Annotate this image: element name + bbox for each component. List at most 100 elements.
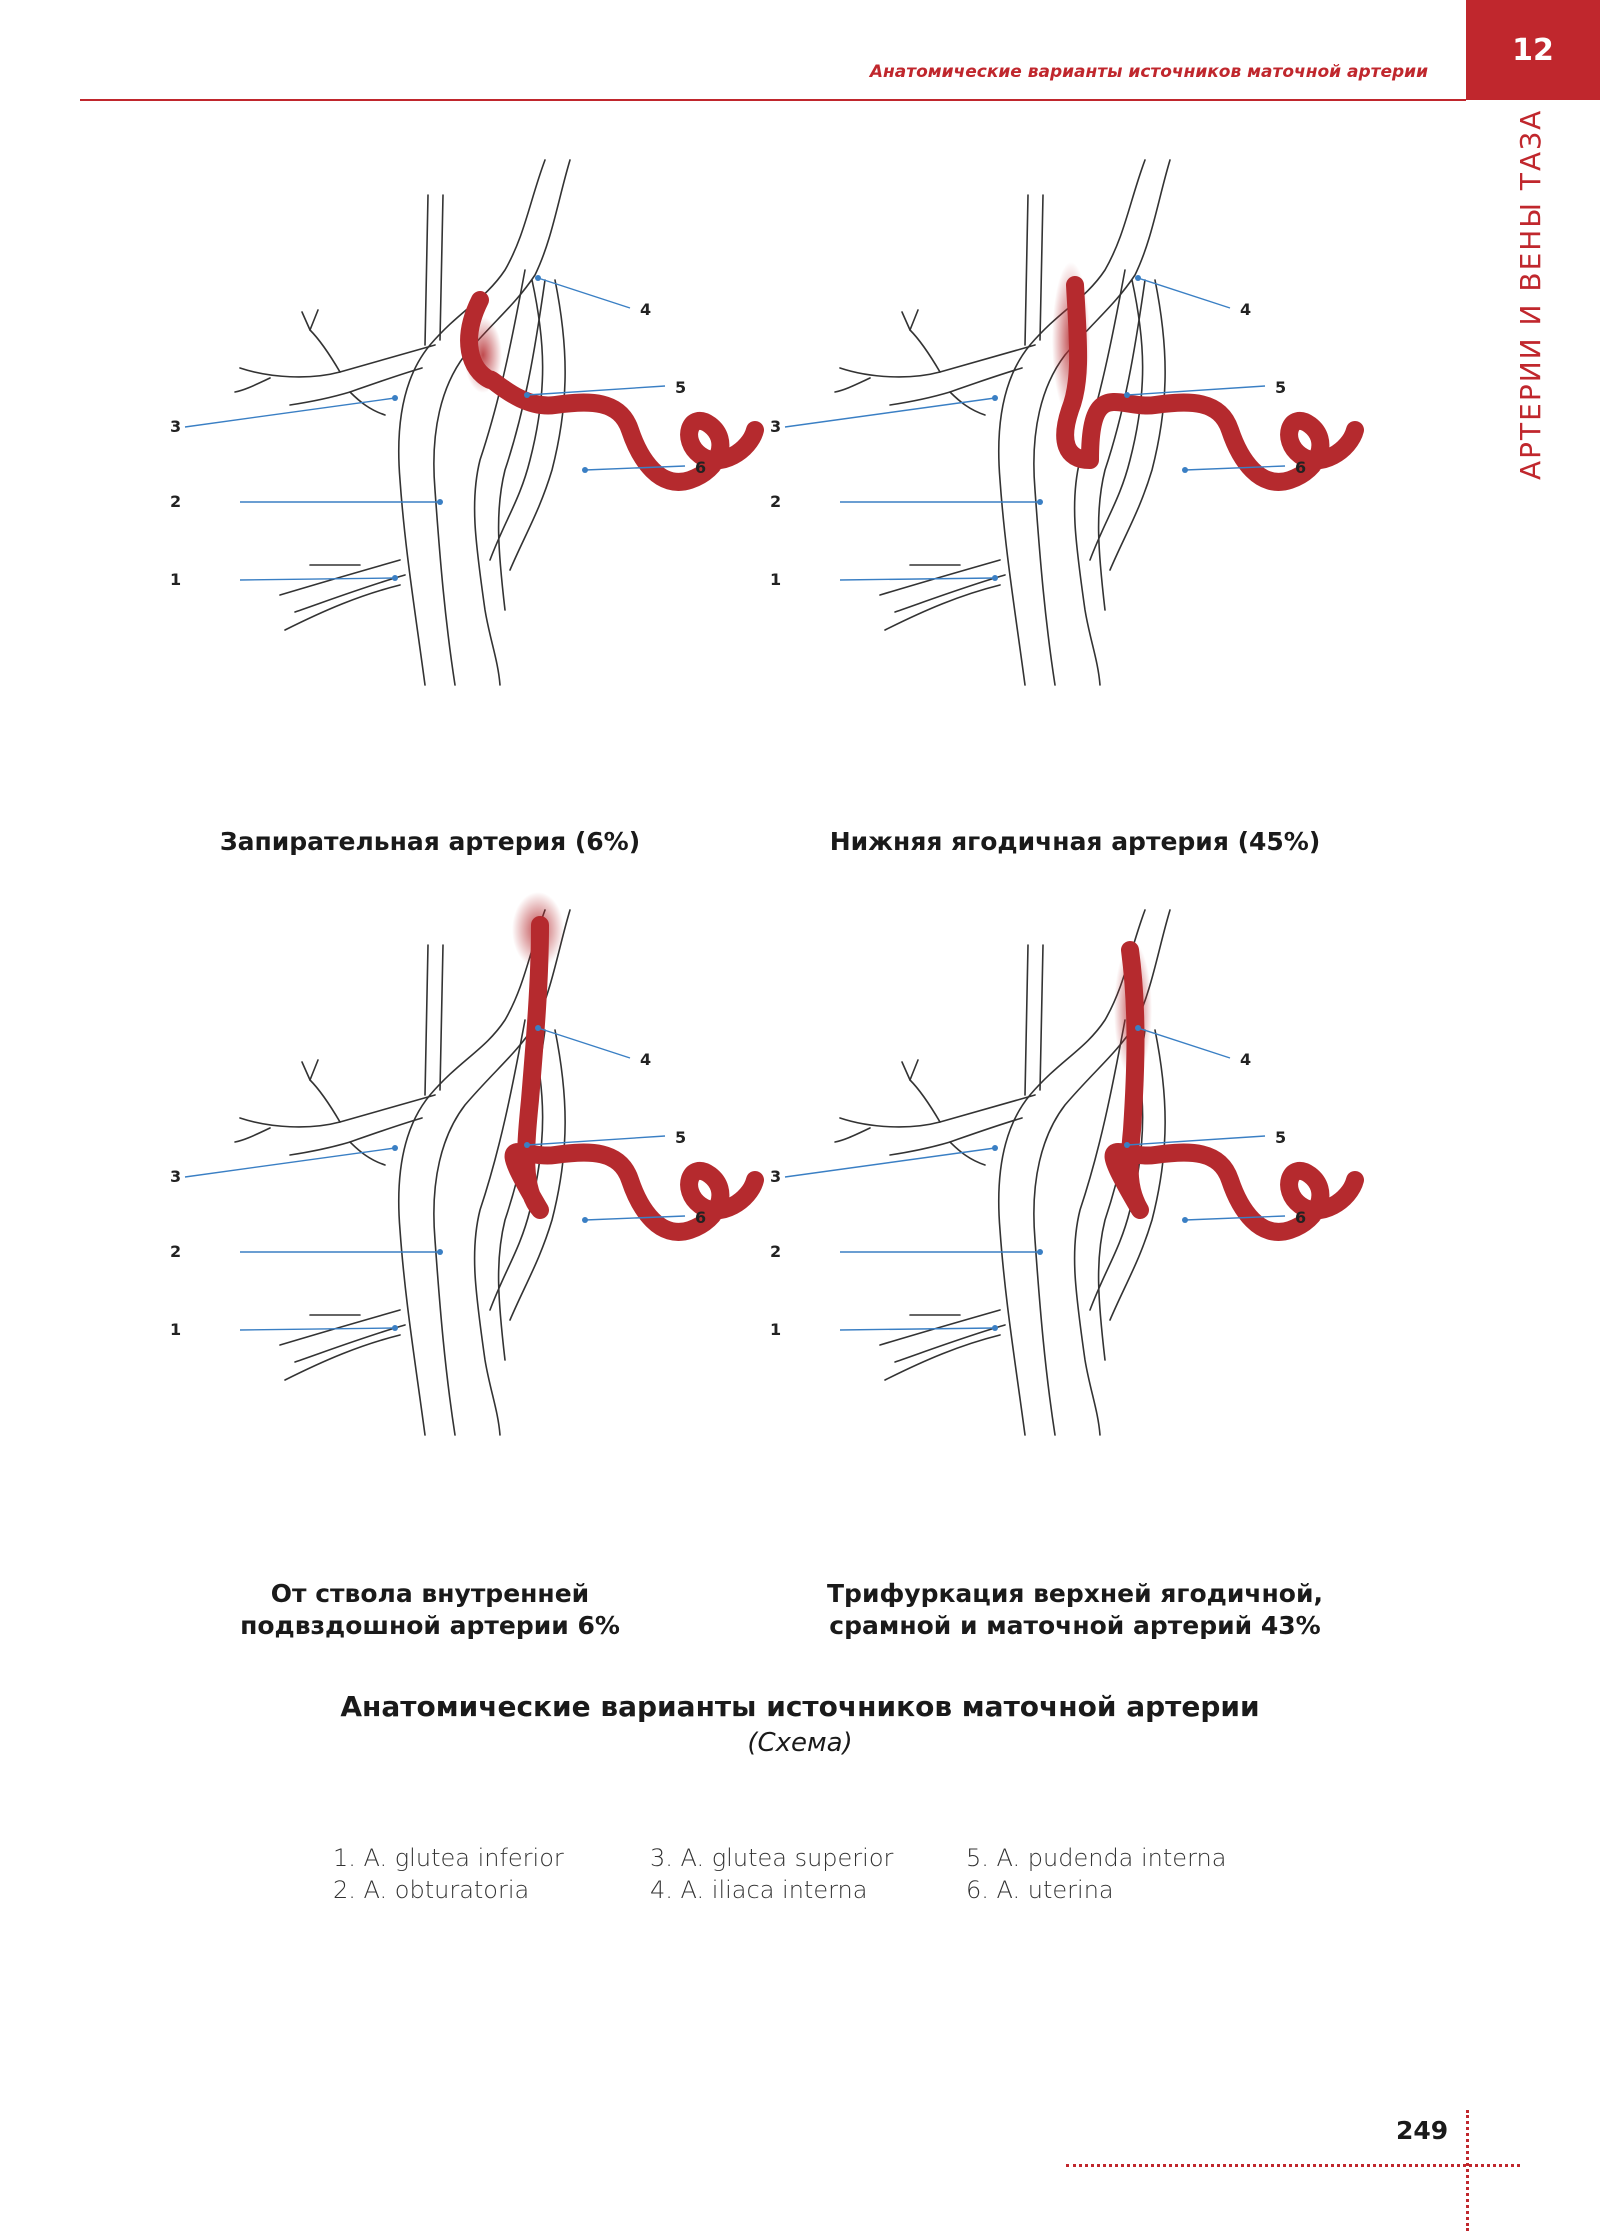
callout-dot [392, 395, 398, 401]
callout-number: 4 [640, 300, 651, 319]
legend-item: 1. A. glutea inferior [333, 1844, 564, 1872]
vessel-outline [433, 159, 571, 686]
callout-line [537, 277, 631, 309]
callout-number: 2 [770, 492, 781, 511]
legend-item: 6. A. uterina [966, 1876, 1114, 1904]
callout-line [784, 397, 996, 428]
figure-title: Анатомические варианты источников маточн… [340, 1690, 1260, 1723]
vessel-outline [949, 1141, 986, 1166]
vessel-outline [1039, 944, 1044, 1091]
vessel-outline [997, 159, 1146, 686]
vessel-outline [234, 1127, 271, 1143]
footer-dotted-rule-vertical [1466, 2110, 1469, 2231]
caption-line: срамной и маточной артерий 43% [829, 1611, 1321, 1640]
caption-line: Трифуркация верхней ягодичной, [827, 1579, 1323, 1608]
vessel-outline [889, 367, 1023, 406]
caption-inferior-gluteal: Нижняя ягодичная артерия (45%) [805, 826, 1345, 858]
caption-line: Запирательная артерия (6%) [219, 827, 641, 856]
side-chapter-title: АРТЕРИИ И ВЕНЫ ТАЗА [1514, 108, 1547, 480]
vessel-outline [1073, 269, 1126, 686]
vessel-outline [834, 1127, 871, 1143]
callout-number: 4 [1240, 300, 1251, 319]
vessel-outline [279, 559, 401, 596]
callout-dot [992, 1145, 998, 1151]
callout-line [184, 397, 396, 428]
vessel-outline [309, 1079, 341, 1123]
callout-dot [1182, 1217, 1188, 1223]
callout-number: 5 [1275, 378, 1286, 397]
vessel-outline [884, 584, 1001, 631]
callout-dot [582, 467, 588, 473]
legend-column-2: 3. A. glutea superior 4. A. iliaca inter… [650, 1842, 893, 1906]
vessel-outline [289, 367, 423, 406]
callout-number: 6 [695, 458, 706, 477]
vessel-outline [834, 377, 871, 393]
uterine-artery [504, 916, 764, 1241]
callout-line [839, 1327, 996, 1331]
callout-dot [1037, 1249, 1043, 1255]
vessel-outline [424, 944, 429, 1096]
vessel-outline [1073, 1019, 1126, 1436]
callout-dot [1037, 499, 1043, 505]
vessel-outline [397, 909, 546, 1436]
vessel-outline [909, 329, 941, 373]
page-number: 249 [1396, 2116, 1449, 2145]
uterine-artery [1056, 276, 1364, 491]
vessel-outline [949, 391, 986, 416]
callout-line [584, 465, 686, 471]
callout-dot [992, 575, 998, 581]
callout-line [526, 1135, 666, 1146]
footer-dotted-rule [1066, 2164, 1520, 2167]
vessel-outline [489, 279, 544, 561]
legend-item: 2. A. obturatoria [333, 1876, 530, 1904]
vessel-outline [239, 344, 436, 378]
callout-line [537, 1027, 631, 1059]
vessel-outline [473, 1019, 526, 1436]
callout-dot [392, 1145, 398, 1151]
callout-line [784, 1147, 996, 1178]
vessel-outline [439, 194, 444, 341]
vessel-outline [1109, 279, 1166, 571]
callout-number: 1 [770, 570, 781, 589]
callout-dot [992, 395, 998, 401]
vessel-outline [294, 574, 406, 613]
callout-line [1126, 1135, 1266, 1146]
vessel-outline [497, 279, 546, 611]
vessel-outline [1024, 944, 1029, 1096]
vessel-outline [289, 1117, 423, 1156]
vessel-outline [439, 944, 444, 1091]
callout-line [1137, 1027, 1231, 1059]
callout-line [1184, 465, 1286, 471]
vessel-outline [889, 1117, 1023, 1156]
vessel-outline [349, 1141, 386, 1166]
vessel-outline [284, 1334, 401, 1381]
callout-dot [1135, 1025, 1141, 1031]
vessel-outline [424, 194, 429, 346]
callout-line [839, 577, 996, 581]
vessel-outline [301, 1059, 319, 1081]
callout-line [584, 1215, 686, 1221]
vessel-outline [301, 309, 319, 331]
uterine-artery [1104, 941, 1364, 1241]
legend-column-3: 5. A. pudenda interna 6. A. uterina [966, 1842, 1226, 1906]
callout-line [184, 1147, 396, 1178]
figure-subtitle: (Схема) [747, 1728, 853, 1758]
callout-line [526, 385, 666, 396]
chapter-number: 12 [1512, 32, 1554, 68]
vessel-outline [279, 1309, 401, 1346]
vessel-outline [433, 909, 571, 1436]
callout-dot [524, 392, 530, 398]
callout-number: 3 [170, 1167, 181, 1186]
callout-number: 6 [1295, 1208, 1306, 1227]
vessel-outline [1109, 1029, 1166, 1321]
legend-item: 4. A. iliaca interna [650, 1876, 868, 1904]
callout-number: 1 [770, 1320, 781, 1339]
header-rule [80, 99, 1466, 101]
caption-line: Нижняя ягодичная артерия (45%) [829, 827, 1321, 856]
